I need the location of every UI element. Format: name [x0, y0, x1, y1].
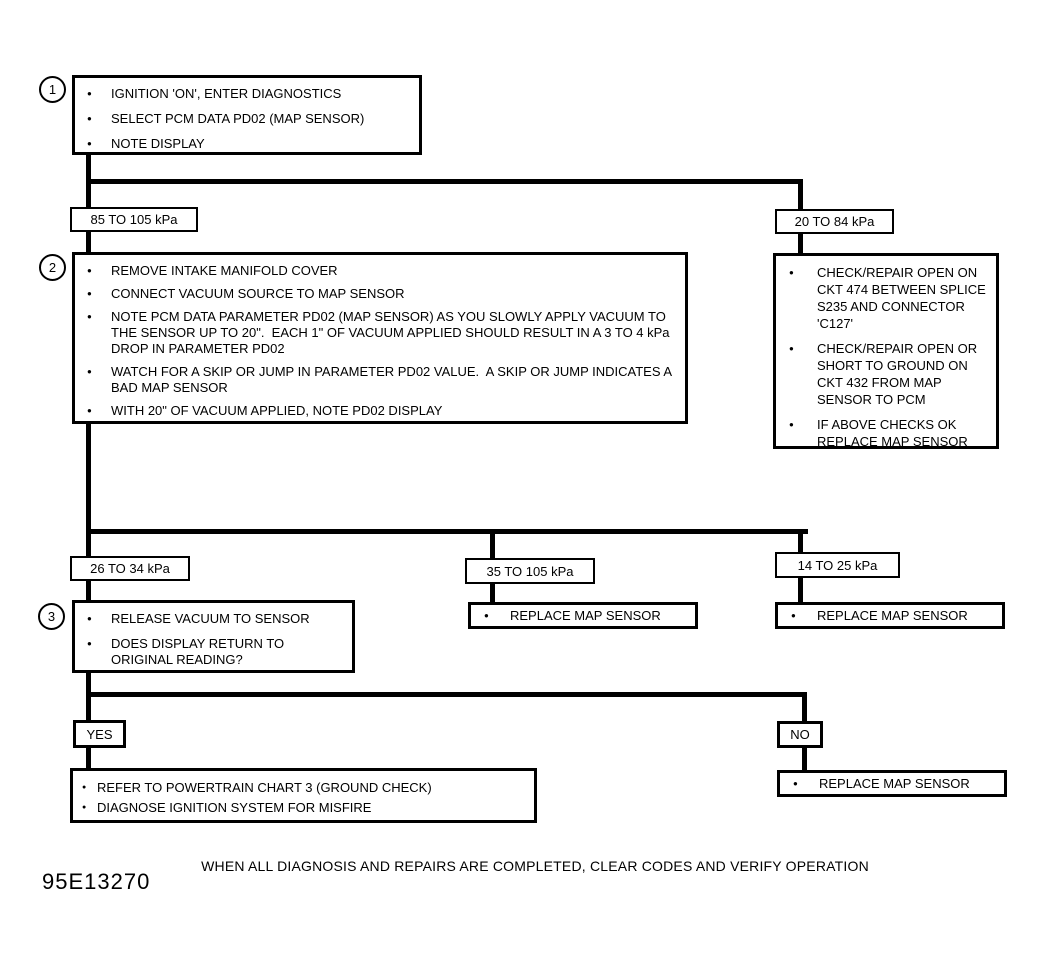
- branch-no-label: NO: [777, 721, 823, 748]
- bullet-text: REPLACE MAP SENSOR: [819, 775, 970, 791]
- ckt-repair-box: ● CHECK/REPAIR OPEN ON CKT 474 BETWEEN SP…: [773, 253, 999, 449]
- bullet-icon: ●: [87, 639, 92, 648]
- footer-note: WHEN ALL DIAGNOSIS AND REPAIRS ARE COMPL…: [201, 858, 869, 874]
- bullet-icon: ●: [87, 89, 92, 98]
- bullet-item: ● DIAGNOSE IGNITION SYSTEM FOR MISFIRE: [82, 799, 528, 816]
- replace-map-sensor-box-right: ● REPLACE MAP SENSOR: [775, 602, 1005, 629]
- connector-line: [490, 529, 495, 560]
- bullet-item: ● REPLACE MAP SENSOR: [793, 776, 998, 792]
- branch-26-to-34-kpa-label: 26 TO 34 kPa: [70, 556, 190, 581]
- bullet-text: REFER TO POWERTRAIN CHART 3 (GROUND CHEC…: [97, 780, 432, 795]
- bullet-icon: ●: [87, 114, 92, 123]
- connector-line: [86, 671, 91, 697]
- bullet-item: ● CHECK/REPAIR OPEN ON CKT 474 BETWEEN SP…: [789, 264, 990, 332]
- step-1-badge: 1: [39, 76, 66, 103]
- branch-85-to-105-kpa-label: 85 TO 105 kPa: [70, 207, 198, 232]
- branch-yes-label: YES: [73, 720, 126, 748]
- step-3-badge: 3: [38, 603, 65, 630]
- bullet-item: ● REPLACE MAP SENSOR: [791, 608, 996, 624]
- bullet-text: CHECK/REPAIR OPEN ON CKT 474 BETWEEN SPL…: [817, 265, 990, 331]
- bullet-icon: ●: [791, 610, 796, 620]
- bullet-icon: ●: [87, 139, 92, 148]
- connector-line: [86, 579, 91, 602]
- bullet-icon: ●: [82, 804, 87, 811]
- bullet-icon: ●: [82, 784, 87, 791]
- bullet-text: NOTE DISPLAY: [111, 136, 205, 151]
- bullet-text: WITH 20" OF VACUUM APPLIED, NOTE PD02 DI…: [111, 403, 443, 418]
- bullet-text: CONNECT VACUUM SOURCE TO MAP SENSOR: [111, 286, 405, 301]
- connector-line: [86, 692, 807, 697]
- bullet-icon: ●: [789, 344, 794, 353]
- bullet-icon: ●: [789, 420, 794, 429]
- replace-map-sensor-box-middle: ● REPLACE MAP SENSOR: [468, 602, 698, 629]
- bullet-item: ● IGNITION 'ON', ENTER DIAGNOSTICS: [87, 86, 413, 102]
- bullet-item: ● CONNECT VACUUM SOURCE TO MAP SENSOR: [87, 286, 679, 302]
- bullet-icon: ●: [484, 610, 489, 620]
- bullet-icon: ●: [87, 614, 92, 623]
- step-1-box: ● IGNITION 'ON', ENTER DIAGNOSTICS ● SELECT…: [72, 75, 422, 155]
- branch-20-to-84-kpa-label: 20 TO 84 kPa: [775, 209, 894, 234]
- figure-id: 95E13270: [42, 869, 151, 894]
- bullet-icon: ●: [87, 406, 92, 415]
- branch-35-to-105-kpa-label: 35 TO 105 kPa: [465, 558, 595, 584]
- bullet-item: ● RELEASE VACUUM TO SENSOR: [87, 611, 346, 627]
- bullet-text: DIAGNOSE IGNITION SYSTEM FOR MISFIRE: [97, 800, 372, 815]
- bullet-item: ● DOES DISPLAY RETURN TO ORIGINAL READING…: [87, 636, 346, 668]
- bullet-icon: ●: [87, 289, 92, 298]
- step-3-box: ● RELEASE VACUUM TO SENSOR ● DOES DISPLAY R…: [72, 600, 355, 673]
- replace-map-sensor-box-no: ● REPLACE MAP SENSOR: [777, 770, 1007, 797]
- connector-line: [86, 179, 803, 184]
- bullet-text: REPLACE MAP SENSOR: [510, 607, 661, 623]
- connector-line: [86, 424, 91, 558]
- bullet-item: ● SELECT PCM DATA PD02 (MAP SENSOR): [87, 111, 413, 127]
- bullet-text: CHECK/REPAIR OPEN OR SHORT TO GROUND ON …: [817, 341, 981, 407]
- bullet-item: ● WATCH FOR A SKIP OR JUMP IN PARAMETER P…: [87, 364, 679, 396]
- bullet-item: ● NOTE PCM DATA PARAMETER PD02 (MAP SENSO…: [87, 309, 679, 357]
- bullet-text: IF ABOVE CHECKS OK REPLACE MAP SENSOR: [817, 417, 968, 449]
- bullet-icon: ●: [793, 778, 798, 788]
- connector-line: [86, 230, 91, 254]
- bullet-text: SELECT PCM DATA PD02 (MAP SENSOR): [111, 111, 365, 126]
- bullet-text: RELEASE VACUUM TO SENSOR: [111, 611, 310, 626]
- connector-line: [798, 179, 803, 211]
- yes-result-box: ● REFER TO POWERTRAIN CHART 3 (GROUND CHE…: [70, 768, 537, 823]
- bullet-text: DOES DISPLAY RETURN TO ORIGINAL READING?: [111, 636, 288, 667]
- connector-line: [86, 529, 808, 534]
- bullet-icon: ●: [789, 268, 794, 277]
- connector-line: [86, 692, 91, 722]
- bullet-item: ● REPLACE MAP SENSOR: [484, 608, 689, 624]
- step-2-badge: 2: [39, 254, 66, 281]
- bullet-item: ● REFER TO POWERTRAIN CHART 3 (GROUND CHE…: [82, 779, 528, 796]
- bullet-item: ● CHECK/REPAIR OPEN OR SHORT TO GROUND ON…: [789, 340, 990, 408]
- bullet-item: ● IF ABOVE CHECKS OK REPLACE MAP SENSOR: [789, 416, 990, 450]
- bullet-icon: ●: [87, 266, 92, 275]
- connector-line: [86, 746, 91, 770]
- connector-line: [798, 576, 803, 604]
- bullet-item: ● NOTE DISPLAY: [87, 136, 413, 152]
- bullet-item: ● WITH 20" OF VACUUM APPLIED, NOTE PD02 D…: [87, 403, 679, 419]
- bullet-text: IGNITION 'ON', ENTER DIAGNOSTICS: [111, 86, 342, 101]
- bullet-text: REMOVE INTAKE MANIFOLD COVER: [111, 263, 338, 278]
- branch-14-to-25-kpa-label: 14 TO 25 kPa: [775, 552, 900, 578]
- bullet-text: REPLACE MAP SENSOR: [817, 607, 968, 623]
- connector-line: [798, 529, 803, 554]
- bullet-item: ● REMOVE INTAKE MANIFOLD COVER: [87, 263, 679, 279]
- connector-line: [802, 692, 807, 723]
- bullet-icon: ●: [87, 367, 92, 376]
- connector-line: [798, 232, 803, 255]
- connector-line: [490, 582, 495, 604]
- connector-line: [802, 746, 807, 772]
- step-2-box: ● REMOVE INTAKE MANIFOLD COVER ● CONNECT VA…: [72, 252, 688, 424]
- bullet-text: NOTE PCM DATA PARAMETER PD02 (MAP SENSOR…: [111, 309, 674, 356]
- bullet-icon: ●: [87, 312, 92, 321]
- bullet-text: WATCH FOR A SKIP OR JUMP IN PARAMETER PD…: [111, 364, 675, 395]
